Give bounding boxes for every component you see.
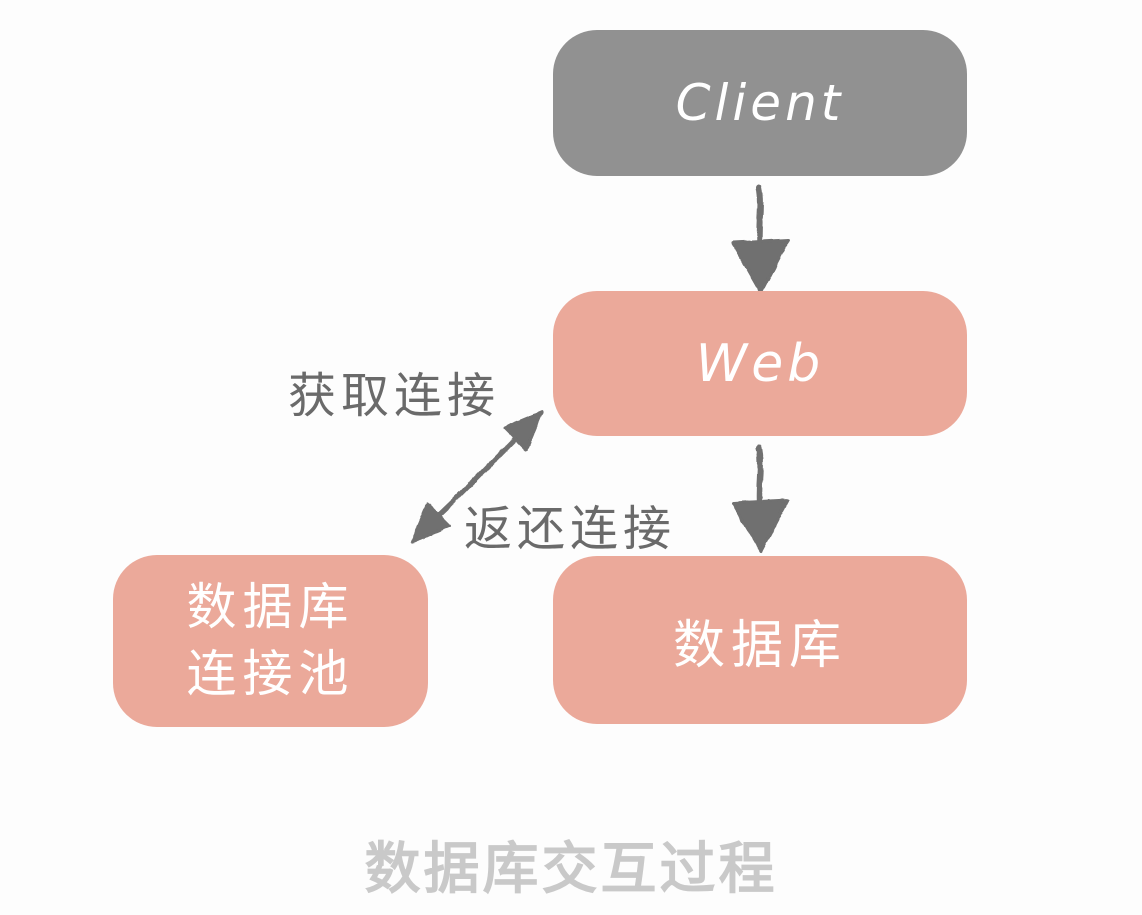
edge-label-acquire-connection: 获取连接 [288,368,501,424]
arrow-client-to-web [731,184,790,294]
node-database: 数据库 [553,556,967,724]
node-client: Client [553,30,967,176]
node-db-label: 数据库 [672,615,847,676]
node-client-label: Client [675,74,845,132]
node-web-label: Web [695,333,825,394]
node-dbpool-label-line1: 数据库 [186,577,355,636]
arrow-web-to-db [731,444,790,553]
node-database-connection-pool: 数据库 连接池 [113,555,428,727]
node-dbpool-label-line2: 连接池 [186,645,355,703]
diagram-title: 数据库交互过程 [364,837,778,902]
node-web: Web [553,291,967,436]
edge-label-release-connection: 返还连接 [464,501,677,557]
